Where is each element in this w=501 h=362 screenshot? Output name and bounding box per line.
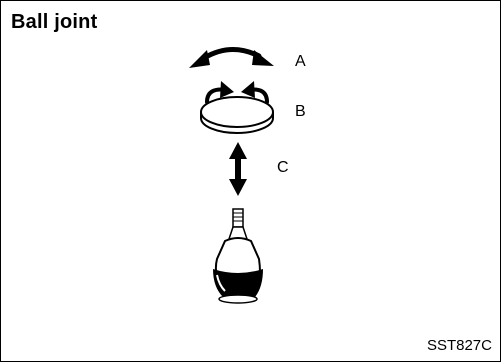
- label-c: C: [277, 159, 289, 176]
- rotation-arrows-icon: [200, 81, 274, 134]
- vertical-double-arrow-icon: [229, 142, 247, 196]
- figure-code: SST827C: [426, 337, 492, 354]
- ball-joint-icon: [213, 208, 263, 304]
- label-b: B: [295, 103, 306, 120]
- swing-arrow-icon: [189, 47, 274, 68]
- label-a: A: [295, 53, 306, 70]
- diagram-title: Ball joint: [11, 11, 98, 33]
